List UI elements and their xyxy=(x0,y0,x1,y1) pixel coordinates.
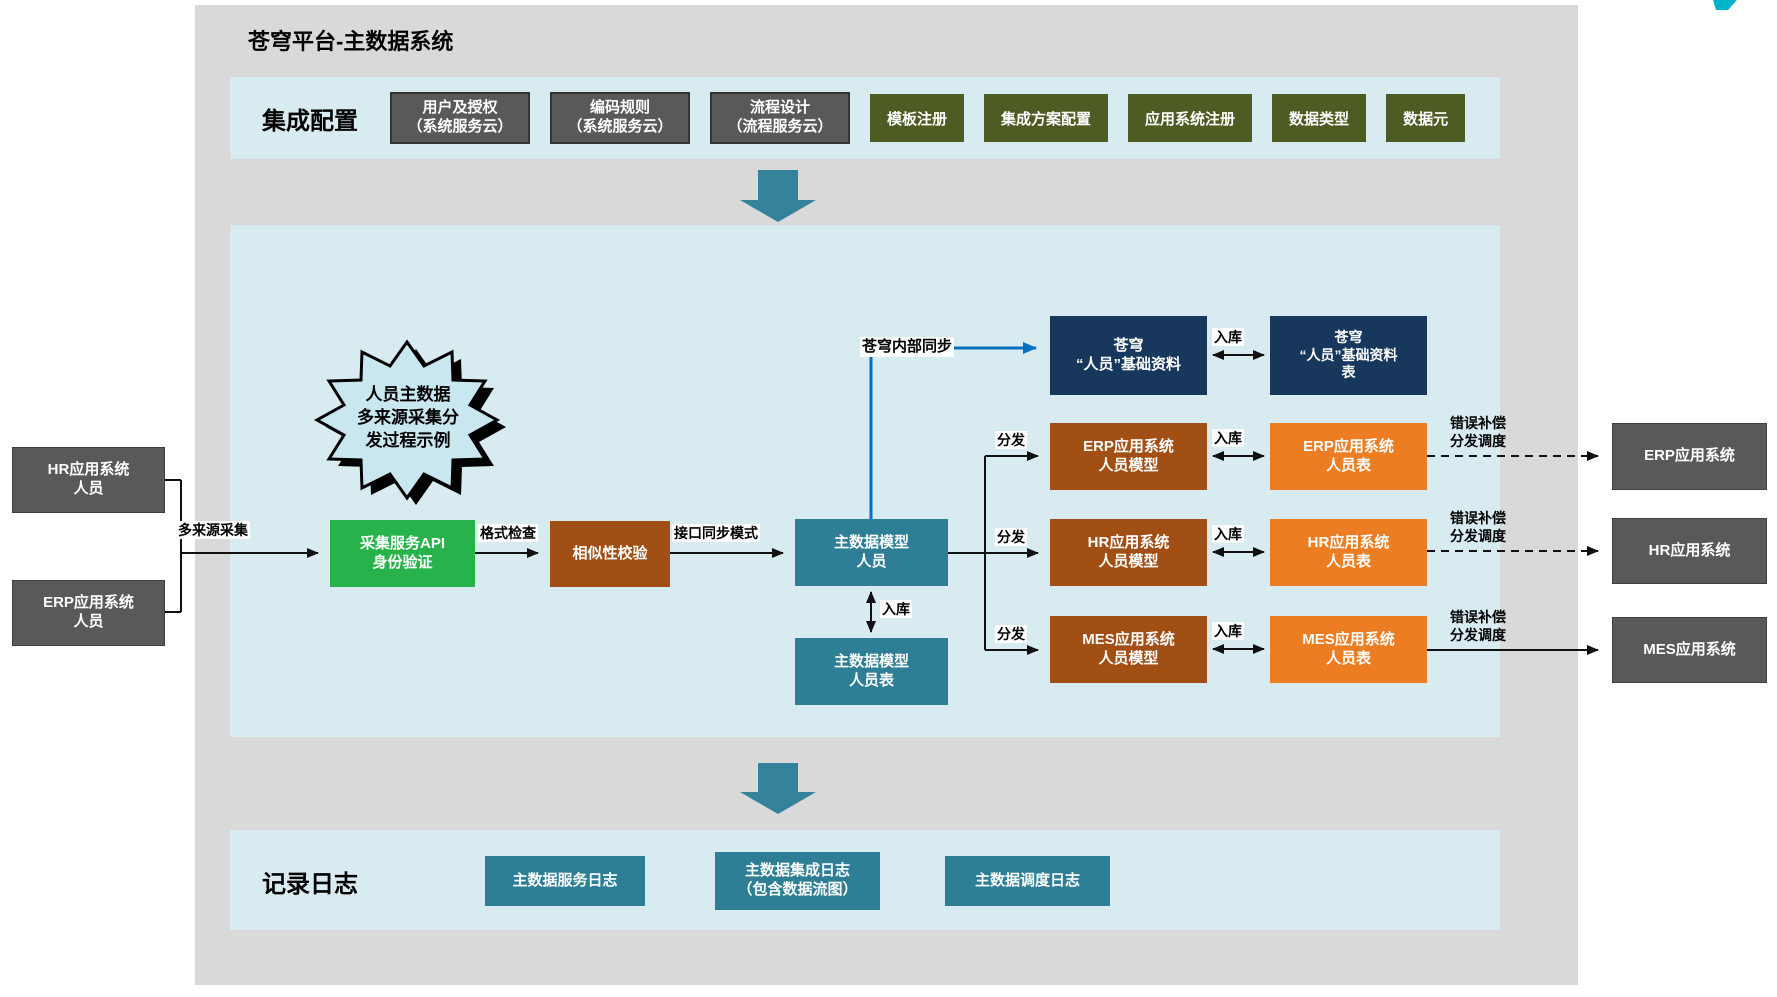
button-sublabel: （系统服务云） xyxy=(407,118,513,135)
log-box-integration: 主数据集成日志 （包含数据流图） xyxy=(715,852,880,910)
label-store-cq: 入库 xyxy=(1212,328,1244,347)
label-store-master: 入库 xyxy=(880,600,912,619)
label-store-mes: 入库 xyxy=(1212,622,1244,641)
label-store-hr: 入库 xyxy=(1212,525,1244,544)
logo-fragment xyxy=(1713,0,1737,10)
logs-band: 记录日志 xyxy=(230,830,1500,930)
label-multi-source-collect: 多来源采集 xyxy=(176,521,250,540)
config-button-data-type[interactable]: 数据类型 xyxy=(1272,94,1367,142)
label-store-erp: 入库 xyxy=(1212,429,1244,448)
log-box-schedule: 主数据调度日志 xyxy=(945,856,1110,906)
button-sublabel: （流程服务云） xyxy=(727,118,833,135)
label-distribute-erp: 分发 xyxy=(995,431,1027,450)
logs-label: 记录日志 xyxy=(262,871,358,898)
label-error-comp-hr: 错误补偿 分发调度 xyxy=(1450,510,1506,545)
node-ext-hr-system: HR应用系统 xyxy=(1612,518,1767,584)
label-interface-sync-mode: 接口同步模式 xyxy=(672,524,760,543)
node-hr-person-model: HR应用系统 人员模型 xyxy=(1050,519,1207,586)
config-button-integration-scheme[interactable]: 集成方案配置 xyxy=(984,94,1109,142)
label-cq-internal-sync: 苍穹内部同步 xyxy=(860,337,955,357)
node-hr-person-table: HR应用系统 人员表 xyxy=(1270,519,1427,586)
integration-config-band: 集成配置 用户及授权 （系统服务云） 编码规则 （系统服务云） 流程设计 （流程… xyxy=(230,77,1500,159)
label-error-comp-erp: 错误补偿 分发调度 xyxy=(1450,415,1506,450)
node-ext-erp-system: ERP应用系统 xyxy=(1612,423,1767,490)
node-similarity-check: 相似性校验 xyxy=(550,521,670,587)
log-box-service: 主数据服务日志 xyxy=(485,856,645,906)
node-mes-person-model: MES应用系统 人员模型 xyxy=(1050,616,1207,683)
config-button-process-design[interactable]: 流程设计 （流程服务云） xyxy=(710,92,850,144)
label-error-comp-mes: 错误补偿 分发调度 xyxy=(1450,609,1506,644)
node-cq-person-basic-table: 苍穹 “人员”基础资料 表 xyxy=(1270,316,1427,395)
label-distribute-hr: 分发 xyxy=(995,528,1027,547)
node-mes-person-table: MES应用系统 人员表 xyxy=(1270,616,1427,683)
button-sublabel: （系统服务云） xyxy=(567,118,673,135)
integration-config-label: 集成配置 xyxy=(262,107,358,135)
page-title: 苍穹平台-主数据系统 xyxy=(248,29,454,54)
node-master-model-person: 主数据模型 人员 xyxy=(795,519,948,586)
node-source-erp: ERP应用系统 人员 xyxy=(12,580,165,646)
node-cq-person-basic: 苍穹 “人员”基础资料 xyxy=(1050,316,1207,395)
config-button-data-element[interactable]: 数据元 xyxy=(1386,94,1466,142)
label-distribute-mes: 分发 xyxy=(995,625,1027,644)
node-erp-person-table: ERP应用系统 人员表 xyxy=(1270,423,1427,490)
button-label: 流程设计 xyxy=(749,99,810,117)
node-erp-person-model: ERP应用系统 人员模型 xyxy=(1050,423,1207,490)
node-ext-mes-system: MES应用系统 xyxy=(1612,617,1767,683)
node-source-hr: HR应用系统 人员 xyxy=(12,447,165,513)
config-button-app-register[interactable]: 应用系统注册 xyxy=(1128,94,1253,142)
config-button-coding-rules[interactable]: 编码规则 （系统服务云） xyxy=(550,92,690,144)
config-button-template-register[interactable]: 模板注册 xyxy=(870,94,965,142)
star-note: 人员主数据 多来源采集分 发过程示例 xyxy=(357,385,459,450)
node-collect-api: 采集服务API 身份验证 xyxy=(330,520,475,587)
button-label: 用户及授权 xyxy=(422,99,498,117)
node-master-model-person-table: 主数据模型 人员表 xyxy=(795,638,948,705)
button-label: 编码规则 xyxy=(589,99,650,117)
label-format-check: 格式检查 xyxy=(478,524,538,543)
config-button-users-auth[interactable]: 用户及授权 （系统服务云） xyxy=(390,92,530,144)
